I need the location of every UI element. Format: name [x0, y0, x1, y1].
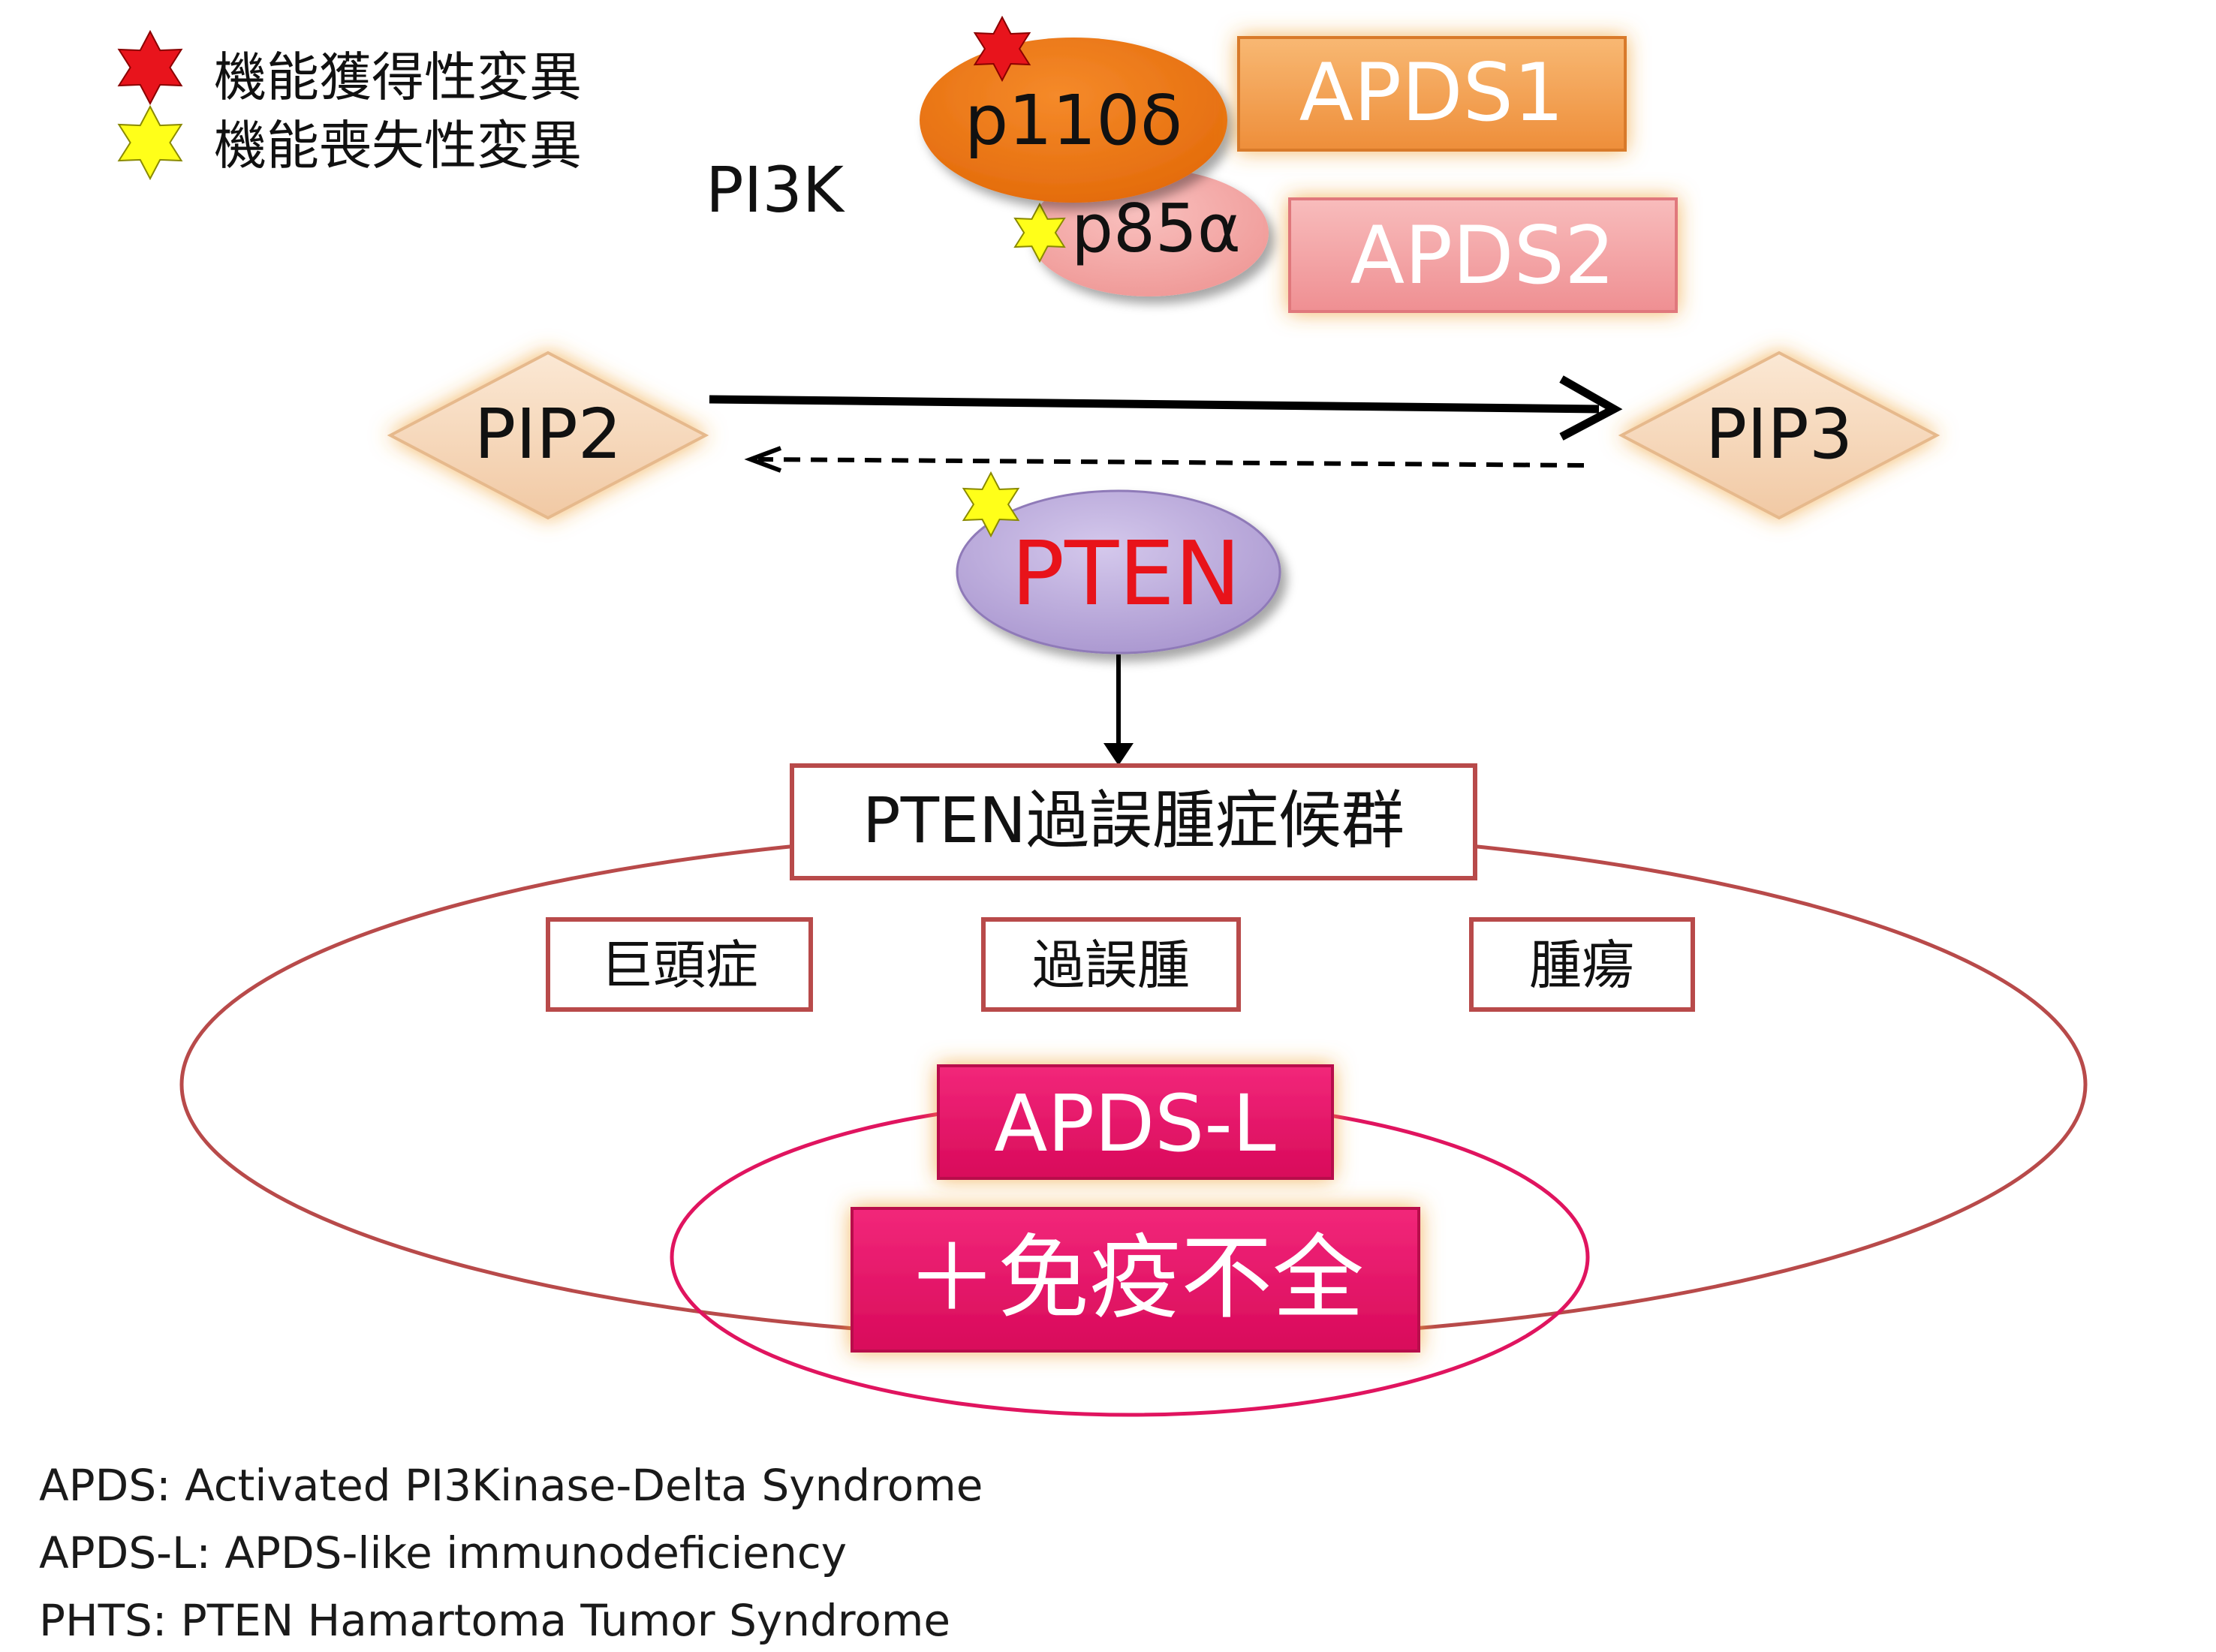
apds-l-box: [937, 1064, 1334, 1180]
footnote-phts: PHTS: PTEN Hamartoma Tumor Syndrome: [39, 1595, 951, 1646]
apds1-label: APDS1: [1299, 47, 1564, 139]
p110-subunit: [920, 38, 1227, 203]
phts-title: PTEN過誤腫症候群: [863, 784, 1405, 857]
immunodeficiency-box: [851, 1207, 1420, 1353]
pip2-node: [387, 351, 709, 520]
legend: 機能獲得性変異 機能喪失性変異: [117, 29, 582, 181]
apds1-box: [1237, 36, 1627, 152]
yellow-star-icon: [117, 104, 183, 181]
feature-box-hamartoma: [981, 917, 1241, 1012]
immunodeficiency-label: ＋免疫不全: [906, 1225, 1364, 1332]
apds-l-label: APDS-L: [994, 1078, 1275, 1169]
p110-label: p110δ: [965, 80, 1182, 161]
footnote-apds: APDS: Activated PI3Kinase-Delta Syndrome: [39, 1460, 983, 1511]
yellow-star-icon: [962, 471, 1020, 538]
pten-reverse-arrow: [744, 446, 1585, 473]
pi3k-conversion-arrow: [709, 375, 1623, 441]
pten-node: [956, 489, 1281, 654]
pip3-label: PIP3: [1706, 394, 1853, 474]
legend-gain-label: 機能獲得性変異: [214, 47, 582, 108]
feature-box-macrocephaly: [546, 917, 813, 1012]
red-star-icon: [973, 15, 1031, 83]
pi3k-label: PI3K: [706, 153, 845, 227]
feature-label: 巨頭症: [601, 934, 758, 996]
feature-label: 腫瘍: [1529, 934, 1634, 996]
feature-label: 過誤腫: [1032, 934, 1190, 996]
feature-box-tumor: [1469, 917, 1695, 1012]
pip3-node: [1618, 351, 1941, 520]
yellow-star-icon: [1013, 202, 1066, 263]
footnote-apds-l: APDS-L: APDS-like immunodeficiency: [39, 1527, 848, 1578]
p85-label: p85α: [1071, 190, 1241, 267]
legend-loss-label: 機能喪失性変異: [214, 115, 582, 176]
apds2-box: [1288, 197, 1678, 313]
pten-label: PTEN: [1011, 522, 1241, 625]
red-star-icon: [117, 29, 183, 106]
apds2-label: APDS2: [1350, 209, 1615, 302]
phts-title-box: [790, 763, 1477, 880]
pip2-label: PIP2: [474, 394, 622, 474]
pten-down-arrow: [1103, 654, 1134, 766]
